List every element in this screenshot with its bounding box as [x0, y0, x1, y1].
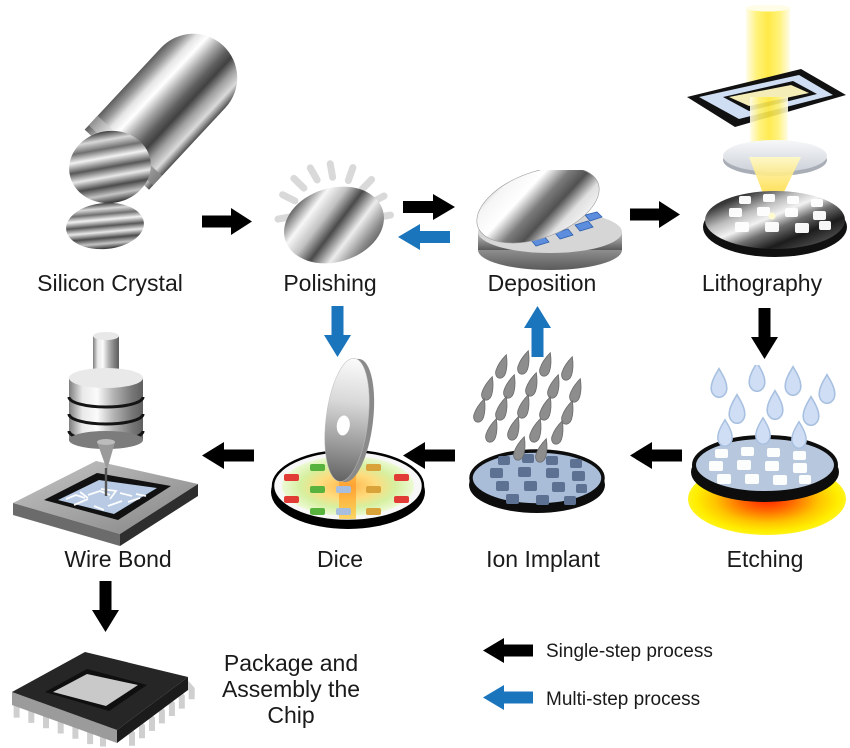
- arrow-polishing-to-deposition: [403, 194, 455, 220]
- arrow-dice-to-wire-bond: [202, 442, 254, 469]
- diced-chips: [284, 464, 409, 515]
- arrow-deposition-to-polishing: [398, 224, 450, 250]
- focused-beam: [749, 157, 801, 217]
- lithography-icon: [687, 5, 847, 257]
- legend-single-step-label: Single-step process: [546, 641, 713, 662]
- die: [58, 480, 157, 514]
- bond-head: [67, 332, 145, 449]
- arrow-ion-implant-to-dice: [403, 442, 455, 469]
- polishing-icon: [274, 160, 394, 264]
- bond-needle: [97, 439, 115, 496]
- arrow-deposition-to-lithography: [630, 201, 680, 228]
- label-polishing: Polishing: [283, 270, 377, 296]
- chip-lid: [53, 674, 138, 706]
- label-lithography: Lithography: [701, 270, 823, 296]
- legend-multi-step-arrow: [483, 685, 533, 710]
- arrow-polishing-to-dice: [324, 306, 351, 357]
- ion-beam-drops: [471, 350, 586, 464]
- etching-icon: [688, 365, 846, 535]
- label-dice: Dice: [316, 546, 363, 572]
- label-wire-bond: Wire Bond: [64, 546, 172, 572]
- package-tray: [13, 461, 198, 546]
- silicon-crystal-icon: [66, 33, 238, 250]
- patterned-wafer: [703, 191, 847, 257]
- arrow-silicon-to-polishing: [202, 208, 252, 235]
- label-etching: Etching: [726, 546, 804, 572]
- dice-icon: [271, 358, 425, 529]
- legend-multi-step-label: Multi-step process: [546, 689, 701, 710]
- legend-single-step-arrow: [483, 638, 533, 663]
- arrow-lithography-to-etching: [751, 308, 778, 359]
- implant-chips: [490, 454, 587, 505]
- deposition-icon: [476, 170, 622, 270]
- etched-wafer: [691, 435, 839, 502]
- label-ion-implant: Ion Implant: [486, 546, 600, 572]
- arrow-ion-implant-to-deposition: [524, 306, 551, 357]
- label-deposition: Deposition: [487, 270, 597, 296]
- arrow-etching-to-ion-implant: [630, 442, 682, 469]
- label-package: Package and Assembly the Chip: [221, 650, 361, 728]
- packaged-chip-icon: [12, 652, 195, 747]
- arrow-wire-bond-to-package: [92, 581, 119, 632]
- ion-implant-icon: [469, 350, 605, 513]
- lens: [723, 140, 827, 176]
- dicing-blade: [324, 358, 375, 483]
- deposited-film-squares: [530, 211, 603, 247]
- wire-bond-icon: [13, 332, 198, 546]
- label-silicon-crystal: Silicon Crystal: [37, 270, 183, 296]
